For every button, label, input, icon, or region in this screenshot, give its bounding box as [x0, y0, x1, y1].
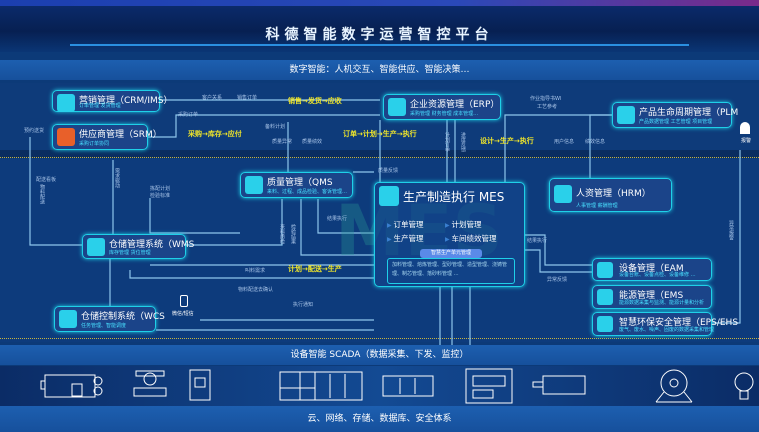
header — [0, 0, 759, 52]
flow-note: 执行通知 — [293, 302, 314, 308]
mes-item: 计划管理 — [445, 219, 482, 230]
document-icon — [554, 185, 572, 203]
flowmeter-icon — [133, 370, 167, 397]
fan-icon — [655, 369, 693, 403]
control-icon — [59, 310, 77, 328]
database-icon — [57, 94, 75, 112]
quality-icon — [245, 176, 263, 194]
flow-note: 异常报警 — [728, 220, 734, 240]
erp-box[interactable]: 企业资源管理（ERP）采购管理 财务管理 成本管理… — [383, 94, 501, 120]
flow-note: 绩效信息 — [585, 139, 606, 145]
divider — [0, 338, 759, 339]
mes-item: 订单管理 — [387, 219, 424, 230]
light-bulb-icon — [734, 372, 754, 400]
environment-icon — [597, 316, 613, 332]
digital-intelligence-band: 数字智能：人机交互、智能供应、智能决策… — [0, 60, 759, 80]
bar-chart-icon — [388, 98, 406, 116]
notify-label: 微信/短信 — [172, 311, 194, 317]
supplier-icon — [57, 128, 75, 146]
flow-note: 结果执行 — [327, 216, 348, 222]
flow-label: 销售→发货→应收 — [288, 97, 342, 105]
flow-note: 异常反馈 — [547, 277, 568, 283]
motor-icon — [40, 374, 103, 398]
flow-note: 备料计划 — [265, 124, 286, 130]
flow-label: 计划→配送→生产 — [288, 265, 342, 273]
flow-label: 订单→计划→生产→执行 — [343, 130, 417, 138]
page-title: 科德智能数字运营智控平台 — [265, 27, 494, 43]
flow-note: 物料配送去确认 — [238, 287, 274, 293]
flow-note: 采购订单 — [178, 112, 199, 118]
io-module-icon — [382, 375, 434, 397]
plc-icon — [279, 371, 363, 401]
infrastructure-band: 云、网络、存储、数据库、安全体系 — [0, 406, 759, 432]
alarm-label: 报警 — [741, 138, 752, 144]
servo-motor-icon — [532, 375, 586, 395]
flow-note: 需求驱动 — [114, 168, 120, 188]
flow-note: 作业指导书WI — [530, 96, 562, 102]
crm-box[interactable]: 营销管理（CRM/IMS）订单管理 发货管理 — [52, 90, 172, 112]
flow-note: 质量绩效 — [302, 139, 323, 145]
flow-note: 工艺参考 — [537, 104, 558, 110]
flow-note: 叫料需求 — [245, 268, 266, 274]
smart-unit-detail: 加料管理、熔炼管理、型砂管理、造型管理、浇铸管理、制芯管理、落砂料管理 … — [387, 258, 515, 284]
smart-unit-tab[interactable]: 智慧生产单元管理 — [420, 249, 482, 258]
flow-note: 质量异常 — [272, 139, 293, 145]
alarm-light-icon — [740, 122, 750, 134]
flow-note: 物料配送 — [39, 184, 45, 204]
flow-note: 质量反馈 — [378, 168, 399, 174]
flow-note: 进度反馈 — [460, 132, 466, 152]
mes-box[interactable]: 生产制造执行 MES 订单管理 计划管理 生产管理 车间绩效管理 智慧生产单元管… — [374, 182, 525, 287]
flow-note: 拣配计划 — [150, 186, 171, 192]
device-strip — [0, 366, 759, 406]
flow-note: 客户关系 — [202, 95, 223, 101]
flow-note: 来料质检 — [279, 224, 285, 244]
flow-label: 设计→生产→执行 — [480, 137, 534, 145]
flow-note: 计划订单 — [444, 132, 450, 152]
flow-note: 配送看板 — [36, 177, 57, 183]
equipment-icon — [597, 262, 613, 278]
srm-box[interactable]: 供应商管理（SRM）采购订单协同 — [52, 124, 162, 150]
flow-note: 检验标准 — [150, 193, 171, 199]
scada-band: 设备智能 SCADA（数据采集、下发、监控） — [0, 345, 759, 365]
flow-label: 采购→库存→应付 — [188, 130, 242, 138]
laptop-icon — [379, 186, 399, 206]
flow-note: 销售订单 — [237, 95, 258, 101]
flow-note: 检验结果 — [290, 224, 296, 244]
warehouse-icon — [87, 238, 105, 256]
phone-icon — [180, 295, 188, 307]
flow-note: 预约送货 — [24, 128, 45, 134]
inverter-icon — [189, 369, 211, 401]
flow-note: 结果执行 — [527, 238, 548, 244]
mes-item: 车间绩效管理 — [445, 233, 497, 244]
database-icon — [617, 106, 635, 124]
hrm-box[interactable]: 人资管理（HRM）人事管理 薪酬管理 — [549, 178, 672, 212]
mes-item: 生产管理 — [387, 233, 424, 244]
hmi-controller-icon — [465, 368, 513, 404]
flow-note: 用户信息 — [554, 139, 575, 145]
energy-pie-icon — [597, 289, 613, 305]
